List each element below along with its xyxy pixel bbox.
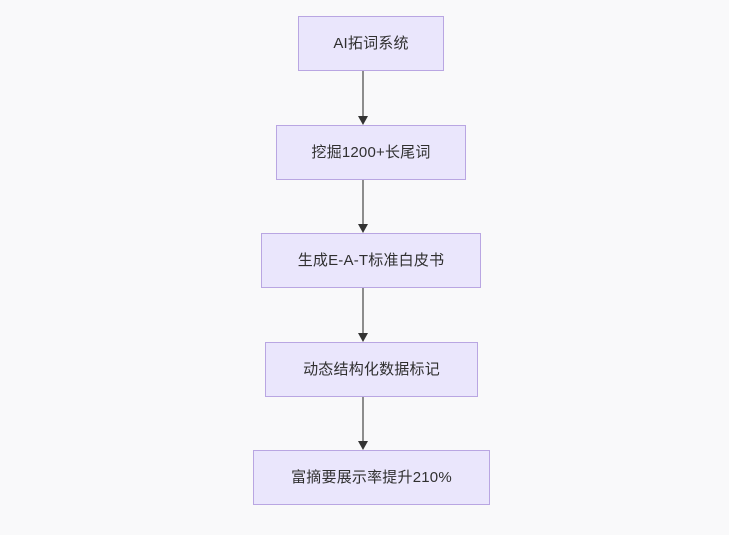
arrow-down-icon xyxy=(357,116,368,125)
flow-connector-4 xyxy=(355,397,371,450)
arrow-down-icon xyxy=(357,441,368,450)
flow-connector-2 xyxy=(355,180,371,233)
flow-connector-1 xyxy=(355,71,371,125)
flow-node-label: 富摘要展示率提升210% xyxy=(291,468,452,486)
flow-node-2[interactable]: 挖掘1200+长尾词 xyxy=(276,125,466,180)
connector-line xyxy=(362,71,364,116)
flow-node-label: AI拓词系统 xyxy=(333,34,409,52)
flow-connector-3 xyxy=(355,288,371,342)
flow-node-4[interactable]: 动态结构化数据标记 xyxy=(265,342,478,397)
flow-node-3[interactable]: 生成E-A-T标准白皮书 xyxy=(261,233,481,288)
connector-line xyxy=(362,397,364,441)
flow-node-label: 生成E-A-T标准白皮书 xyxy=(297,251,445,269)
flow-node-5[interactable]: 富摘要展示率提升210% xyxy=(253,450,490,505)
connector-line xyxy=(362,180,364,224)
flow-node-1[interactable]: AI拓词系统 xyxy=(298,16,444,71)
arrow-down-icon xyxy=(357,333,368,342)
arrow-down-icon xyxy=(357,224,368,233)
flow-node-label: 挖掘1200+长尾词 xyxy=(311,143,431,161)
flow-node-label: 动态结构化数据标记 xyxy=(303,360,440,378)
connector-line xyxy=(362,288,364,333)
